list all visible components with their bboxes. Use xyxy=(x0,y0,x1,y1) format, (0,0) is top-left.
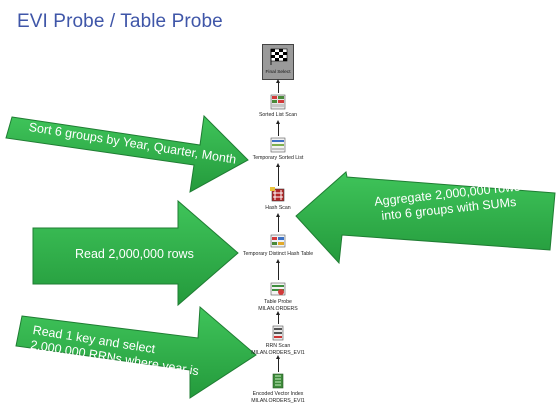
callout-arrow-read-key xyxy=(15,305,257,399)
callout-arrow-aggregate xyxy=(295,171,556,265)
connector xyxy=(276,213,280,232)
connector xyxy=(276,163,280,186)
sorted-list-scan-label: Sorted List Scan xyxy=(258,112,298,118)
final-select-node[interactable]: Final Select xyxy=(262,44,294,80)
temporary-sorted-list-label: Temporary Sorted List xyxy=(252,155,304,161)
temporary-sorted-list-icon xyxy=(270,137,286,153)
temporary-distinct-hash-table-label: Temporary Distinct Hash Table xyxy=(242,251,314,257)
callout-arrow-sort xyxy=(5,114,249,193)
temporary-sorted-list-node[interactable]: Temporary Sorted List xyxy=(223,136,333,161)
encoded-vector-index-sublabel: MILAN.ORDERS_EVI1 xyxy=(251,398,305,405)
encoded-vector-index-label: Encoded Vector Index xyxy=(252,391,304,397)
sorted-list-scan-icon xyxy=(270,94,286,110)
rrn-scan-sublabel: MILAN.ORDERS_EVI1 xyxy=(251,350,305,357)
callout-text-read-rows: Read 2,000,000 rows xyxy=(75,247,194,261)
rrn-scan-icon xyxy=(272,325,284,341)
encoded-vector-index-node[interactable]: Encoded Vector Index MILAN.ORDERS_EVI1 xyxy=(223,372,333,404)
connector xyxy=(276,355,280,372)
connector xyxy=(276,79,280,93)
rrn-scan-node[interactable]: RRN Scan MILAN.ORDERS_EVI1 xyxy=(223,324,333,356)
hash-scan-label: Hash Scan xyxy=(265,205,291,211)
table-probe-icon xyxy=(270,282,286,296)
connector xyxy=(276,120,280,136)
sorted-list-scan-node[interactable]: Sorted List Scan xyxy=(223,93,333,118)
callout-arrow-read-rows xyxy=(32,199,239,307)
rrn-scan-label: RRN Scan xyxy=(265,343,291,349)
hash-scan-icon xyxy=(270,187,285,202)
encoded-vector-index-icon xyxy=(272,373,284,389)
table-probe-label: Table Probe xyxy=(264,299,292,305)
final-select-label: Final Select xyxy=(265,70,291,75)
table-probe-sublabel: MILAN.ORDERS xyxy=(258,306,298,313)
connector xyxy=(276,259,280,280)
hash-table-icon xyxy=(270,234,286,248)
checkered-flag-icon xyxy=(270,48,288,65)
hash-scan-node[interactable]: Hash Scan xyxy=(223,186,333,211)
table-probe-node[interactable]: Table Probe MILAN.ORDERS xyxy=(223,280,333,312)
temporary-distinct-hash-table-node[interactable]: Temporary Distinct Hash Table xyxy=(223,232,333,257)
connector xyxy=(276,311,280,324)
slide-title: EVI Probe / Table Probe xyxy=(17,11,223,32)
